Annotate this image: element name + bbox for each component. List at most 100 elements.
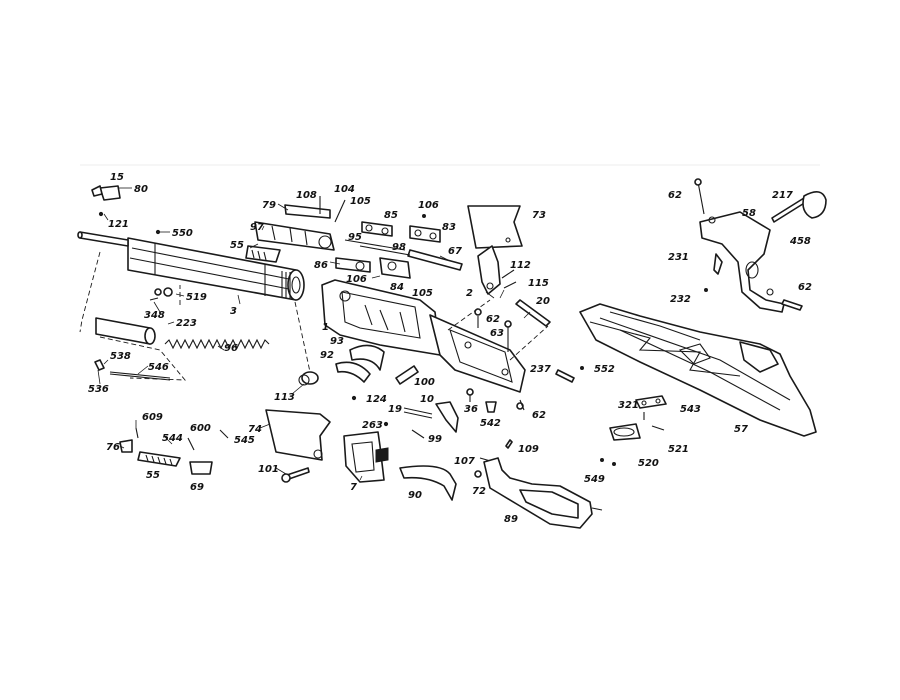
label-84: 84 (390, 282, 404, 293)
label-74: 74 (248, 424, 262, 435)
label-20: 20 (536, 296, 550, 307)
label-85: 85 (384, 210, 398, 221)
label-67: 67 (448, 246, 462, 257)
label-105: 105 (350, 196, 371, 207)
label-552: 552 (594, 364, 615, 375)
label-93: 93 (330, 336, 344, 347)
label-231: 231 (668, 252, 689, 263)
part-grip-cap-520 (609, 423, 641, 441)
label-348: 348 (144, 310, 165, 321)
part-screw-62a (474, 308, 482, 328)
label-73: 73 (532, 210, 546, 221)
part-magazine-plug (298, 371, 319, 386)
label-609: 609 (142, 412, 163, 423)
label-542: 542 (480, 418, 501, 429)
label-223: 223 (176, 318, 197, 329)
part-screw-63 (504, 320, 512, 352)
label-217: 217 (772, 190, 793, 201)
label-1: 1 (322, 322, 329, 333)
label-543: 543 (680, 404, 701, 415)
part-screws-549-521 (600, 425, 665, 466)
label-7: 7 (350, 482, 357, 493)
label-79: 79 (262, 200, 276, 211)
part-screw-542 (485, 401, 497, 413)
label-98: 98 (392, 242, 406, 253)
label-62-a: 62 (486, 314, 500, 325)
label-55-lower: 55 (146, 470, 160, 481)
label-109: 109 (518, 444, 539, 455)
label-112: 112 (510, 260, 531, 271)
part-labels: 15 80 121 550 3 519 348 223 96 538 536 5… (88, 172, 812, 525)
part-screw-101 (281, 467, 310, 483)
part-bracket-321 (635, 395, 667, 420)
label-108: 108 (296, 190, 317, 201)
part-butt-plate (699, 211, 785, 313)
part-cam-93 (349, 344, 385, 371)
part-magazine-follower (95, 317, 156, 345)
label-544: 544 (162, 433, 183, 444)
label-549: 549 (584, 474, 605, 485)
label-72: 72 (472, 486, 486, 497)
label-80: 80 (134, 184, 148, 195)
label-105-lower: 105 (412, 288, 433, 299)
label-104: 104 (334, 184, 355, 195)
part-pin-237 (555, 366, 584, 383)
part-screw-62c (694, 178, 705, 215)
label-458: 458 (789, 236, 811, 247)
label-101: 101 (258, 464, 279, 475)
label-62-d: 62 (798, 282, 812, 293)
label-100: 100 (414, 377, 435, 388)
label-92: 92 (320, 350, 334, 361)
label-113: 113 (274, 392, 295, 403)
leader-lines (97, 187, 531, 481)
label-63: 63 (490, 328, 504, 339)
part-finger-lever (483, 457, 603, 529)
part-panel-73 (467, 205, 523, 249)
label-62-c: 62 (668, 190, 682, 201)
part-rear-sight (119, 427, 229, 475)
part-carrier (343, 431, 389, 483)
part-extractor-55 (245, 245, 281, 263)
part-butt-stock (579, 303, 817, 437)
label-115: 115 (528, 278, 549, 289)
label-263: 263 (362, 420, 383, 431)
part-hammer (477, 245, 501, 295)
part-barrel-assembly (77, 231, 305, 301)
label-95: 95 (348, 232, 362, 243)
part-bolt (254, 196, 346, 251)
part-magazine-spring (164, 338, 270, 350)
part-locking-block-83 (409, 214, 441, 243)
label-19: 19 (388, 404, 402, 415)
label-97: 97 (250, 222, 264, 233)
label-55-upper: 55 (230, 240, 244, 251)
label-536: 536 (88, 384, 109, 395)
part-springs-112-115 (501, 269, 551, 327)
label-232: 232 (670, 294, 691, 305)
part-locking-block-85 (361, 221, 393, 237)
label-124: 124 (366, 394, 387, 405)
label-550: 550 (172, 228, 193, 239)
label-90: 90 (408, 490, 422, 501)
part-rod-458 (771, 197, 807, 223)
part-locking-block-86 (335, 257, 371, 273)
label-89: 89 (504, 514, 518, 525)
part-pin-100 (395, 365, 419, 385)
label-83: 83 (442, 222, 456, 233)
label-96: 96 (224, 343, 238, 354)
label-2: 2 (466, 288, 473, 299)
label-107: 107 (454, 456, 475, 467)
part-locking-block-84 (379, 257, 411, 279)
part-pin-67 (344, 239, 463, 271)
part-sling-swivel-217 (802, 191, 827, 219)
part-plunger-rods (94, 359, 171, 381)
part-lever-90 (399, 465, 457, 501)
part-front-sight (91, 185, 161, 235)
label-600: 600 (190, 423, 211, 434)
part-receiver (321, 279, 526, 393)
label-15: 15 (110, 172, 124, 183)
label-520: 520 (638, 458, 659, 469)
label-76: 76 (106, 442, 120, 453)
label-321: 321 (618, 400, 639, 411)
label-546: 546 (148, 362, 169, 373)
label-237: 237 (530, 364, 551, 375)
